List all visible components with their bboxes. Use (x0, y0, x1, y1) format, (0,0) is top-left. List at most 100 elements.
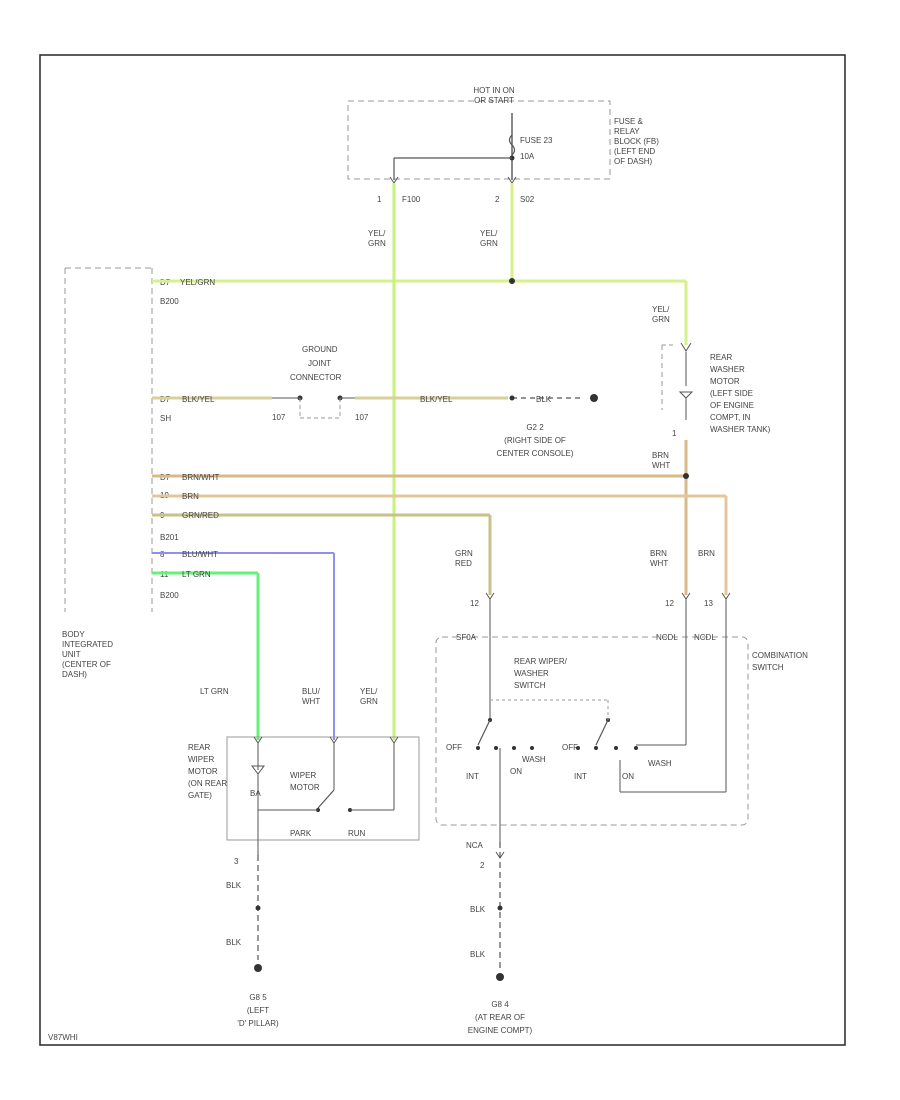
label-yel-grn-washer-a: YEL/ (652, 305, 670, 314)
ground-right-loc-2: ENGINE COMPT) (468, 1026, 533, 1035)
fuse-block-label-1: FUSE & (614, 117, 644, 126)
ground-left-loc-2: 'D' PILLAR) (237, 1019, 279, 1028)
wiper-motor-outline (226, 736, 420, 841)
pos-on-a: ON (510, 767, 522, 776)
biu-label-3: UNIT (62, 650, 81, 659)
combo-conn-b: NCDL (656, 633, 678, 642)
label-brn-wht-v2b: WHT (650, 559, 668, 568)
hot-label: HOT IN ON (473, 86, 514, 95)
wires (152, 183, 728, 740)
wiper-label-4: (ON REAR (188, 779, 227, 788)
gjc-label-2: JOINT (308, 359, 331, 368)
label-blk-yel-2: BLK/YEL (420, 395, 453, 404)
fuse-block-outline (347, 100, 611, 180)
label-grn-red-va: GRN (455, 549, 473, 558)
wiper-inner-1: WIPER (290, 771, 316, 780)
ground-left-wire-1: BLK (226, 881, 242, 890)
fuse-block-label-5: OF DASH) (614, 157, 653, 166)
splice-brn-wht (683, 473, 689, 479)
label-yel-grn-h: YEL/GRN (180, 278, 215, 287)
pos-wash-a: WASH (522, 755, 546, 764)
label-brn-wht-v1a: BRN (652, 451, 669, 460)
splice-blk (509, 395, 515, 401)
washer-pin: 1 (672, 429, 677, 438)
wiper-pin: 3 (234, 857, 239, 866)
wiper-inner-2: MOTOR (290, 783, 320, 792)
label-grn-red: GRN/RED (182, 511, 219, 520)
ground-right-name: G8 4 (491, 1000, 509, 1009)
label-yel-grn-2a: YEL/ (480, 229, 498, 238)
combination-switch: COMBINATION SWITCH 12 12 13 SF0A NCDL NC… (435, 592, 808, 842)
ground-right-loc-1: (AT REAR OF (475, 1013, 525, 1022)
ground-joint-connector: GROUND JOINT CONNECTOR 107 107 (272, 345, 369, 422)
washer-label-1: REAR (710, 353, 732, 362)
rear-washer-motor: 1 REAR WASHER MOTOR (LEFT SIDE OF ENGINE… (661, 342, 771, 438)
label-lt-grn-v: LT GRN (200, 687, 229, 696)
washer-label-3: MOTOR (710, 377, 740, 386)
ground-right-pin: 2 (480, 861, 485, 870)
contact-on-b (614, 746, 618, 750)
label-brn-v: BRN (698, 549, 715, 558)
combo-switch-label-1: REAR WIPER/ (514, 657, 568, 666)
label-brn-wht: BRN/WHT (182, 473, 219, 482)
washer-label-5: OF ENGINE (710, 401, 754, 410)
washer-motor-icon (678, 391, 694, 399)
pos-on-b: ON (622, 772, 634, 781)
fuse-block-label-4: (LEFT END (614, 147, 655, 156)
washer-label-4: (LEFT SIDE (710, 389, 753, 398)
label-grn-red-vb: RED (455, 559, 472, 568)
fuse-block-label-2: RELAY (614, 127, 640, 136)
label-yel-grn-vb: GRN (360, 697, 378, 706)
wiper-motor-icon (251, 765, 265, 775)
ground-g2: G2 2 (RIGHT SIDE OF CENTER CONSOLE) (497, 423, 574, 458)
fuse-relay-block: HOT IN ON OR START FUSE 23 10A FUSE & RE… (347, 86, 659, 204)
label-yel-grn-2b: GRN (480, 239, 498, 248)
pos-wash-b: WASH (648, 759, 672, 768)
ground-left: BLK BLK G8 5 (LEFT 'D' PILLAR) (226, 855, 279, 1028)
pos-off-a: OFF (446, 743, 462, 752)
rear-wiper-motor: REAR WIPER MOTOR (ON REAR GATE) WIPER MO… (188, 736, 420, 866)
biu-conn-b200b: B200 (160, 591, 179, 600)
biu-conn-b200: B200 (160, 297, 179, 306)
ground-left-wire-2: BLK (226, 938, 242, 947)
gjc-label-3: CONNECTOR (290, 373, 342, 382)
wiper-label-2: WIPER (188, 755, 214, 764)
wiper-run: RUN (348, 829, 366, 838)
fuse-pin-2-conn: S02 (520, 195, 535, 204)
g2-loc-2: CENTER CONSOLE) (497, 449, 574, 458)
label-brn-wht-v1b: WHT (652, 461, 670, 470)
biu-label-4: (CENTER OF (62, 660, 111, 669)
label-blu-wht: BLU/WHT (182, 550, 218, 559)
ground-right: NCA 2 BLK BLK G8 4 (AT REAR OF ENGINE CO… (466, 841, 533, 1035)
ground-right-splice (497, 905, 503, 911)
contact-off-b (576, 746, 580, 750)
label-blu-wht-vb: WHT (302, 697, 320, 706)
pos-off-b: OFF (562, 743, 578, 752)
ground-g2-symbol (590, 394, 598, 402)
label-blk-yel-1: BLK/YEL (182, 395, 215, 404)
label-blu-wht-va: BLU/ (302, 687, 321, 696)
biu-conn-b201: B201 (160, 533, 179, 542)
label-lt-grn: LT GRN (182, 570, 211, 579)
gjc-pin-b: 107 (355, 413, 369, 422)
combo-switch-outline (435, 636, 749, 826)
biu-label-1: BODY (62, 630, 85, 639)
fuse-pin-1: 1 (377, 195, 382, 204)
biu-pin-8: 8 (160, 550, 165, 559)
washer-label-7: WASHER TANK) (710, 425, 771, 434)
combo-label-2: SWITCH (752, 663, 784, 672)
fuse-symbol (508, 134, 516, 156)
wiper-park: PARK (290, 829, 312, 838)
combo-pin-12b: 12 (665, 599, 674, 608)
switch-blade-b (595, 719, 609, 746)
wiper-label-5: GATE) (188, 791, 212, 800)
wiper-label-3: MOTOR (188, 767, 218, 776)
diagram-frame (39, 54, 846, 1046)
splice-yel-grn (509, 278, 515, 284)
gjc-pin-a: 107 (272, 413, 286, 422)
switch-blade-a (477, 719, 491, 746)
label-blk: BLK (536, 395, 552, 404)
washer-label-2: WASHER (710, 365, 745, 374)
contact-off-a (476, 746, 480, 750)
ground-left-splice (255, 905, 261, 911)
